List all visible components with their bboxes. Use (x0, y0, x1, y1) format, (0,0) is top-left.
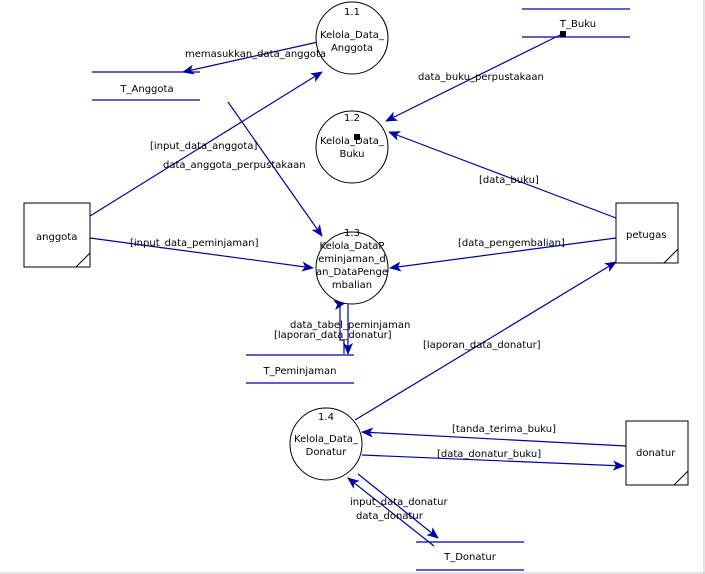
process-1-1-number: 1.1 (344, 7, 360, 18)
process-kelola-data-buku[interactable]: 1.2 Kelola_Data_ Buku (315, 110, 389, 184)
store-t-peminjaman-label: T_Peminjaman (263, 366, 337, 377)
flow-memasukkan-data-anggota[interactable] (182, 41, 319, 75)
flow-data-donatur[interactable] (347, 477, 435, 547)
process-1-3-label-line4: mbalian (332, 280, 372, 291)
process-1-2-number: 1.2 (344, 113, 360, 124)
process-1-4-label-line1: Kelola_Data_ (294, 434, 359, 445)
flow-tanda-terima-buku[interactable] (361, 427, 627, 447)
flow-data-pengembalian[interactable] (389, 237, 617, 272)
flow-input-data-donatur[interactable] (357, 473, 439, 539)
store-t-buku[interactable]: T_Buku (522, 8, 630, 38)
label-laporan-data-donatur-peminjaman: [laporan_data_donatur] (274, 330, 392, 341)
label-input-data-anggota: [input_data_anggota] (150, 141, 257, 152)
label-data-pengembalian: [data_pengembalian] (458, 238, 565, 249)
entity-petugas[interactable]: petugas (615, 202, 679, 264)
label-input-data-donatur: input_data_donatur (350, 497, 448, 508)
flow-input-data-peminjaman[interactable] (89, 237, 314, 272)
label-data-donatur-buku: [data_donatur_buku] (437, 449, 541, 460)
process-kelola-data-peminjaman-pengembalian[interactable]: 1.3 Kelola_DataP eminjaman_d an_DataPeng… (315, 228, 389, 305)
process-1-3-label-line1: Kelola_DataP (320, 241, 385, 252)
process-1-1-label-line2: Anggota (331, 43, 373, 54)
process-kelola-data-anggota[interactable]: 1.1 Kelola_Data_ Anggota (315, 1, 389, 75)
process-1-3-label-line2: eminjaman_d (318, 254, 385, 265)
flow-data-buku-perpustakaan[interactable] (385, 33, 563, 122)
label-data-buku: [data_buku] (479, 175, 539, 186)
store-t-anggota-label: T_Anggota (119, 84, 173, 95)
label-laporan-data-donatur: [laporan_data_donatur] (423, 340, 541, 351)
label-data-donatur: data_donatur (356, 511, 424, 522)
process-kelola-data-donatur[interactable]: 1.4 Kelola_Data_ Donatur (289, 407, 363, 481)
entity-anggota[interactable]: anggota (23, 202, 91, 268)
flow-laporan-data-donatur[interactable] (354, 261, 617, 421)
label-memasukkan-data-anggota: memasukkan_data_anggota (185, 49, 326, 60)
process-1-4-label-line2: Donatur (306, 447, 348, 458)
store-t-anggota[interactable]: T_Anggota (92, 71, 200, 101)
process-1-2-label-line2: Buku (339, 149, 364, 160)
entity-donatur[interactable]: donatur (625, 420, 689, 486)
flow-input-data-anggota[interactable] (89, 71, 323, 217)
flow-data-donatur-buku[interactable] (361, 454, 625, 471)
store-t-peminjaman[interactable]: T_Peminjaman (246, 354, 354, 384)
entity-petugas-label: petugas (626, 230, 666, 241)
store-t-donatur[interactable]: T_Donatur (416, 541, 524, 571)
label-data-buku-perpustakaan: data_buku_perpustakaan (418, 72, 544, 83)
label-data-anggota-perpustakaan: data_anggota_perpustakaan (163, 160, 306, 171)
flow-data-buku[interactable] (388, 131, 617, 219)
process-1-2-label-line1: Kelola_Data_ (320, 136, 385, 147)
store-t-buku-label: T_Buku (559, 19, 596, 30)
flow-data-anggota-perpustakaan[interactable] (227, 101, 323, 237)
process-1-1-label-line1: Kelola_Data_ (320, 30, 385, 41)
entity-donatur-label: donatur (636, 448, 676, 459)
store-t-donatur-label: T_Donatur (443, 552, 497, 563)
entity-anggota-label: anggota (36, 232, 77, 243)
label-input-data-peminjaman: [input_data_peminjaman] (130, 238, 259, 249)
process-1-3-number: 1.3 (344, 228, 360, 239)
process-1-3-label-line3: an_DataPenge (316, 267, 388, 278)
label-tanda-terima-buku: [tanda_terima_buku] (452, 424, 556, 435)
process-1-4-number: 1.4 (318, 412, 334, 423)
label-data-tabel-peminjaman: data_tabel_peminjaman (290, 320, 410, 331)
